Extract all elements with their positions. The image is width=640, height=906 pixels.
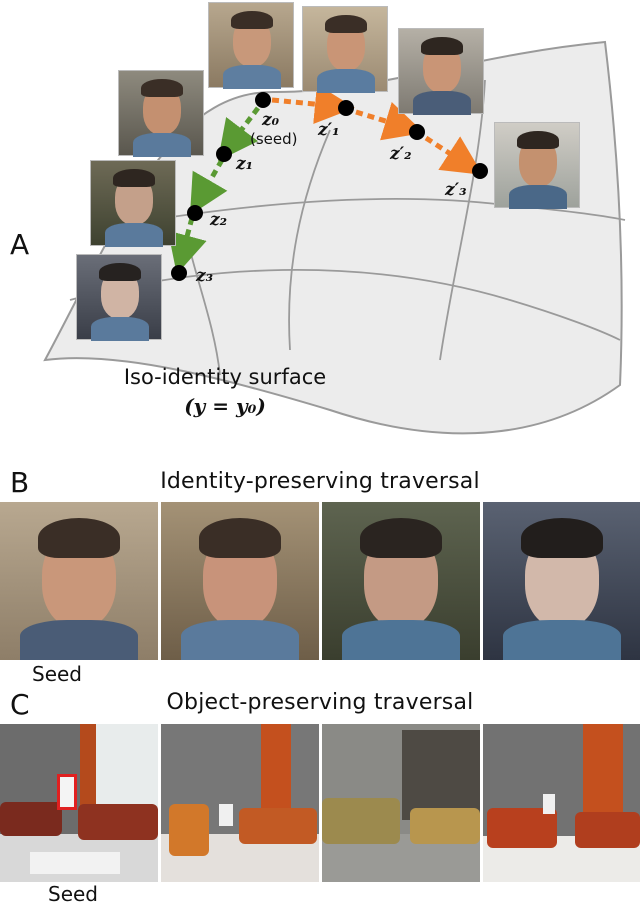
panel-c-seed-label: Seed: [48, 882, 98, 906]
face-thumbnail-z1: [118, 70, 204, 157]
face-thumbnail-z0: [208, 2, 294, 89]
identity-image-3: [322, 502, 480, 660]
surface-label: Iso-identity surface: [123, 365, 327, 389]
face-thumbnail-z3: [76, 254, 162, 341]
face-thumbnail-z1-prime: [302, 6, 388, 93]
point-z1: [216, 146, 232, 162]
identity-image-4: [483, 502, 640, 660]
object-image-4: [483, 724, 640, 882]
object-image-2: [161, 724, 319, 882]
panel-c-title: Object-preserving traversal: [166, 690, 474, 715]
panel-b-seed-label: Seed: [32, 662, 82, 686]
point-z3: [171, 265, 187, 281]
object-image-row: [0, 724, 640, 882]
surface-grid-line: [439, 79, 486, 361]
orange-traversal-path: [271, 84, 355, 125]
surface-grid-line: [69, 269, 621, 341]
point-z3-prime: [472, 163, 488, 179]
label-z0: z₀: [262, 110, 280, 130]
face-thumbnail-z3-prime: [494, 122, 580, 209]
green-traversal-path: [189, 158, 228, 216]
label-z3: z₃: [196, 266, 214, 286]
panel-b-letter: B: [10, 466, 30, 499]
object-image-3: [322, 724, 480, 882]
point-z2-prime: [409, 124, 425, 140]
object-image-seed: [0, 724, 158, 882]
panel-a-letter: A: [10, 228, 30, 261]
face-thumbnail-z2: [90, 160, 176, 247]
green-traversal-path: [217, 106, 260, 161]
surface-grid-line: [288, 129, 331, 351]
point-z0: [255, 92, 271, 108]
green-traversal-path: [167, 217, 207, 275]
point-z1-prime: [338, 100, 354, 116]
identity-image-seed: [0, 502, 158, 660]
face-thumbnail-z2-prime: [398, 28, 484, 115]
label-z1-prime: z′₁: [318, 120, 340, 140]
label-z3-prime: z′₃: [445, 180, 467, 200]
label-z2: z₂: [210, 210, 228, 230]
surface-equation: (y = y₀): [184, 394, 266, 418]
identity-image-2: [161, 502, 319, 660]
identity-image-row: [0, 502, 640, 660]
orange-traversal-path: [355, 102, 425, 141]
orange-traversal-path: [424, 135, 483, 175]
panel-b-title: Identity-preserving traversal: [160, 469, 480, 494]
highlighted-lamp: [57, 774, 77, 810]
label-seed: (seed): [250, 130, 298, 148]
panel-c-letter: C: [10, 688, 30, 721]
label-z1: z₁: [236, 154, 254, 174]
label-z2-prime: z′₂: [390, 144, 412, 164]
point-z2: [187, 205, 203, 221]
